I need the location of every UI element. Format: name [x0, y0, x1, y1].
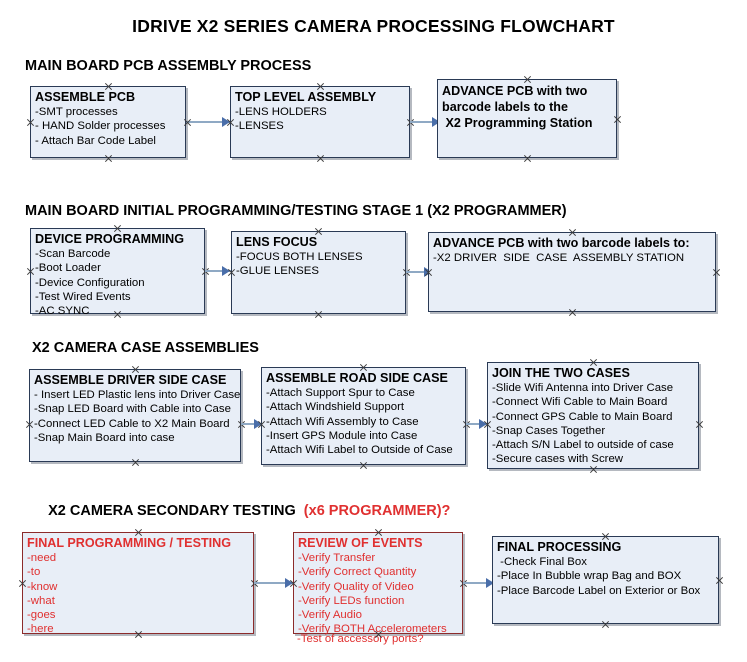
- flow-box-line: -Boot Loader: [35, 262, 101, 275]
- flow-box-title: TOP LEVEL ASSEMBLY: [235, 90, 377, 104]
- flow-box-line: -Attach Windshield Support: [266, 401, 405, 414]
- flow-box-line: -Place In Bubble wrap Bag and BOX: [497, 570, 682, 583]
- flow-box-line: - Insert LED Plastic lens into Driver Ca…: [34, 389, 241, 401]
- flow-box-line: -Verify BOTH Accelerometers: [298, 623, 447, 636]
- flow-box-line: -Attach Support Spur to Case: [266, 387, 415, 399]
- flow-box-title: ASSEMBLE ROAD SIDE CASE: [266, 371, 448, 385]
- flow-box-line: -Connect Wifi Cable to Main Board: [492, 396, 668, 409]
- flow-box-title: ADVANCE PCB with two barcode labels to t…: [442, 84, 593, 130]
- connector-arrowhead: [222, 266, 230, 276]
- flow-box-title: ASSEMBLE DRIVER SIDE CASE: [34, 373, 227, 387]
- flow-box-title: JOIN THE TWO CASES: [492, 366, 630, 380]
- flow-box-lens-focus[interactable]: LENS FOCUS -FOCUS BOTH LENSES -GLUE LENS…: [231, 231, 406, 314]
- flow-box-line: -AC SYNC: [35, 305, 90, 318]
- flow-box-line: -Secure cases with Screw: [492, 453, 624, 466]
- flow-box-line: -LENS HOLDERS: [235, 106, 327, 118]
- flow-box-title: FINAL PROCESSING: [497, 540, 622, 554]
- flow-box-title: ASSEMBLE PCB: [35, 90, 136, 104]
- flow-box-title: LENS FOCUS: [236, 235, 318, 249]
- flow-box-line: -Verify Transfer: [298, 552, 376, 564]
- flow-box-title: FINAL PROGRAMMING / TESTING: [27, 536, 232, 550]
- flow-box-line: -GLUE LENSES: [236, 265, 319, 278]
- flow-box-line: -Scan Barcode: [35, 248, 111, 260]
- flow-box-line: -Slide Wifi Antenna into Driver Case: [492, 382, 674, 394]
- flow-box-assemble-driver-side-case[interactable]: ASSEMBLE DRIVER SIDE CASE - Insert LED P…: [29, 369, 241, 462]
- flow-box-line: -Connect GPS Cable to Main Board: [492, 410, 673, 423]
- flow-box-line: -Device Configuration: [35, 276, 145, 289]
- flow-box-advance-pcb-x2-programming-station[interactable]: ADVANCE PCB with two barcode labels to t…: [437, 79, 617, 158]
- flow-box-line: -know: [27, 580, 58, 593]
- flow-box-final-programming-testing[interactable]: FINAL PROGRAMMING / TESTING -need -to -k…: [22, 532, 254, 636]
- flow-box-line: -Test Wired Events: [35, 290, 131, 303]
- section-heading-accent: (x6 PROGRAMMER)?: [303, 503, 451, 519]
- flow-box-assemble-pcb[interactable]: ASSEMBLE PCB -SMT processes - HAND Solde…: [30, 86, 186, 158]
- flow-box-title: ADVANCE PCB with two barcode labels to:: [433, 236, 690, 250]
- flow-box-line: -LENSES: [235, 120, 284, 133]
- section-heading-text: X2 CAMERA SECONDARY TESTING: [48, 503, 304, 519]
- flow-box-overflow-line: -Test of accessory ports?: [297, 633, 424, 645]
- connector-arrowhead: [432, 117, 440, 127]
- flow-box-line: -Verify Audio: [298, 609, 362, 622]
- section-heading-main-board-pcb-assembly: MAIN BOARD PCB ASSEMBLY PROCESS: [25, 58, 312, 74]
- flow-box-line: -what: [27, 594, 55, 607]
- connector-arrow: [186, 121, 230, 123]
- flow-box-join-the-two-cases[interactable]: JOIN THE TWO CASES -Slide Wifi Antenna i…: [487, 362, 699, 469]
- flow-box-line: -Connect LED Cable to X2 Main Board: [34, 417, 230, 430]
- flow-box-line: -X2 DRIVER SIDE CASE ASSEMBLY STATION: [433, 252, 685, 264]
- flow-box-line: -need: [27, 552, 57, 564]
- flow-box-assemble-road-side-case[interactable]: ASSEMBLE ROAD SIDE CASE -Attach Support …: [261, 367, 466, 465]
- connector-arrowhead: [479, 419, 487, 429]
- flow-box-line: -SMT processes: [35, 106, 118, 118]
- connector-arrowhead: [254, 419, 262, 429]
- flow-box-title: REVIEW OF EVENTS: [298, 536, 423, 550]
- flow-box-top-level-assembly[interactable]: TOP LEVEL ASSEMBLY -LENS HOLDERS -LENSES: [230, 86, 410, 158]
- flow-box-device-programming[interactable]: DEVICE PROGRAMMING -Scan Barcode -Boot L…: [30, 228, 205, 317]
- connector-arrow: [254, 582, 294, 584]
- flow-box-line: -Attach Wifi Assembly to Case: [266, 415, 419, 428]
- flow-box-line: -Verify LEDs function: [298, 594, 405, 607]
- flow-box-line: -Attach Wifi Label to Outside of Case: [266, 444, 453, 457]
- flow-box-line: -Verify Quality of Video: [298, 580, 414, 593]
- flow-box-line: -Check Final Box: [497, 556, 587, 568]
- flow-box-line: -Snap Main Board into case: [34, 431, 175, 444]
- connector-arrow: [241, 423, 263, 425]
- connector-arrow: [466, 423, 488, 425]
- flow-box-line: -Snap Cases Together: [492, 424, 606, 437]
- section-heading-x2-camera-secondary-testing: X2 CAMERA SECONDARY TESTING (x6 PROGRAMM…: [32, 487, 450, 535]
- flow-box-advance-pcb-driver-side-case[interactable]: ADVANCE PCB with two barcode labels to: …: [428, 232, 716, 312]
- section-heading-main-board-initial-programming: MAIN BOARD INITIAL PROGRAMMING/TESTING S…: [25, 203, 567, 219]
- flow-box-line: -Insert GPS Module into Case: [266, 429, 418, 442]
- flow-box-line: - HAND Solder processes: [35, 120, 166, 133]
- flow-box-final-processing[interactable]: FINAL PROCESSING -Check Final Box -Place…: [492, 536, 719, 624]
- flow-box-line: - Attach Bar Code Label: [35, 134, 156, 147]
- flow-box-title: DEVICE PROGRAMMING: [35, 232, 185, 246]
- connector-arrow: [406, 271, 434, 273]
- flow-box-line: -here: [27, 623, 54, 636]
- connector-arrow: [410, 121, 442, 123]
- connector-arrowhead: [222, 117, 230, 127]
- flow-box-line: -Place Barcode Label on Exterior or Box: [497, 584, 701, 597]
- flow-box-line: -Attach S/N Label to outside of case: [492, 439, 674, 452]
- flow-box-review-of-events[interactable]: REVIEW OF EVENTS -Verify Transfer -Verif…: [293, 532, 463, 636]
- flow-box-line: -Snap LED Board with Cable into Case: [34, 403, 231, 416]
- connector-arrow: [463, 582, 495, 584]
- section-heading-x2-camera-case-assemblies: X2 CAMERA CASE ASSEMBLIES: [32, 340, 259, 356]
- connector-arrowhead: [285, 578, 293, 588]
- connector-arrow: [205, 270, 231, 272]
- flow-box-line: -FOCUS BOTH LENSES: [236, 251, 363, 263]
- flow-box-line: -to: [27, 566, 41, 579]
- page-title: IDRIVE X2 SERIES CAMERA PROCESSING FLOWC…: [132, 16, 615, 36]
- connector-arrowhead: [486, 578, 494, 588]
- flow-box-line: -goes: [27, 609, 56, 622]
- flow-box-line: -Verify Correct Quantity: [298, 566, 417, 579]
